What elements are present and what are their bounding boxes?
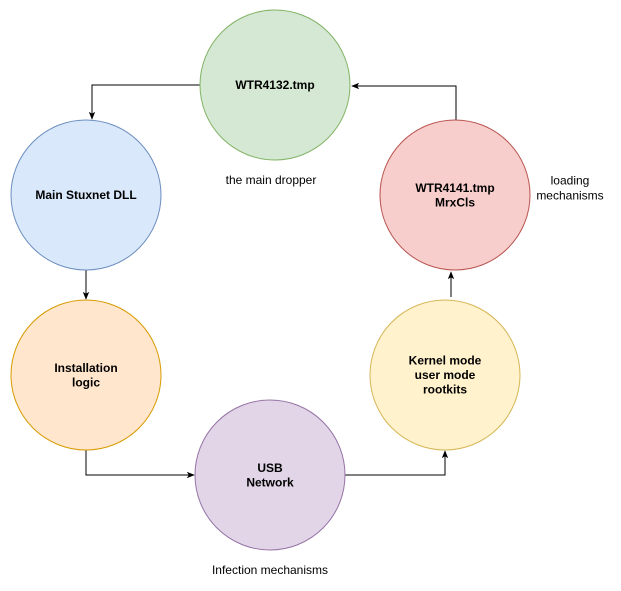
node-rootkits-line-1: Kernel mode: [409, 354, 482, 368]
node-usb-network-line-2: Network: [246, 475, 294, 489]
edge-dropper-to-stuxnet-dll: [88, 84, 200, 120]
node-installation-line-2: logic: [72, 375, 100, 389]
edge-loader-to-dropper: [351, 82, 457, 120]
note-loading-mechanisms-line-1: loading: [551, 174, 590, 188]
edge-usb-network-to-rootkits: [345, 450, 449, 476]
node-dropper: WTR4132.tmp: [199, 9, 351, 161]
node-dropper-label: WTR4132.tmp: [235, 78, 314, 92]
node-rootkits-line-3: rootkits: [423, 383, 467, 397]
nodes: WTR4132.tmp Main Stuxnet DLL Installatio…: [10, 9, 531, 551]
node-stuxnet-dll-label: Main Stuxnet DLL: [35, 188, 136, 202]
node-installation-circle: [10, 299, 162, 451]
node-dropper-line-1: WTR4132.tmp: [235, 78, 314, 92]
node-loader-line-2: MrxCls: [435, 195, 475, 209]
note-main-dropper: the main dropper: [226, 173, 317, 187]
edge-installation-to-usb-network: [85, 450, 195, 479]
node-dropper-circle: [199, 9, 351, 161]
note-infection-mechanisms: Infection mechanisms: [212, 563, 328, 577]
node-rootkits-circle: [369, 299, 521, 451]
note-loading-mechanisms-line-2: mechanisms: [536, 189, 603, 203]
node-stuxnet-dll: Main Stuxnet DLL: [10, 119, 162, 271]
note-main-dropper-line-1: the main dropper: [226, 173, 317, 187]
node-installation-line-1: Installation: [54, 361, 117, 375]
node-usb-network-line-1: USB: [257, 461, 283, 475]
node-loader-line-1: WTR4141.tmp: [415, 181, 494, 195]
node-usb-network-circle: [194, 399, 346, 551]
edges: [82, 82, 457, 479]
node-stuxnet-dll-circle: [10, 119, 162, 271]
node-loader-circle: [379, 119, 531, 271]
node-stuxnet-dll-line-1: Main Stuxnet DLL: [35, 188, 136, 202]
node-rootkits-line-2: user mode: [415, 368, 476, 382]
note-infection-mechanisms-line-1: Infection mechanisms: [212, 563, 328, 577]
